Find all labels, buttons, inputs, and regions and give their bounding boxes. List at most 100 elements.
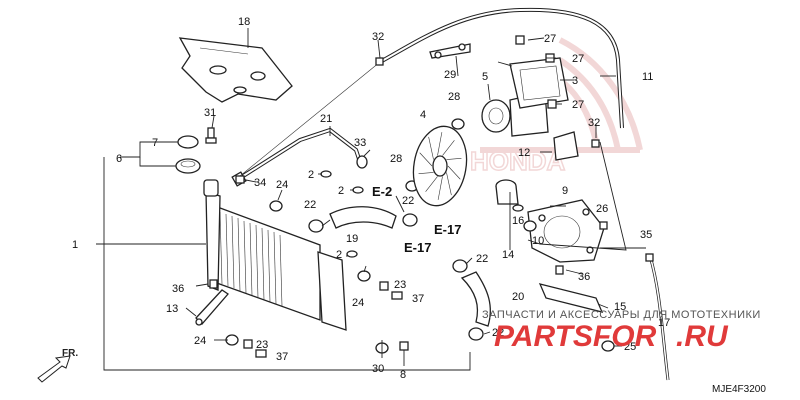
callout-1: 1 xyxy=(72,239,78,251)
callout-26: 26 xyxy=(596,203,608,215)
callout-22-b: 22 xyxy=(402,195,414,207)
callout-2-b: 2 xyxy=(338,185,344,197)
part-2-clamp-c xyxy=(346,250,358,258)
callout-3: 3 xyxy=(572,75,578,87)
part-19-hose xyxy=(329,206,397,229)
part-36-bolt-a xyxy=(209,279,218,289)
callout-22-c: 22 xyxy=(476,253,488,265)
callout-12: 12 xyxy=(518,147,530,159)
part-20-hose xyxy=(460,271,491,327)
part-22-clamp-c xyxy=(452,259,468,273)
part-22-clamp-a xyxy=(308,219,324,233)
callout-24-top: 24 xyxy=(276,179,288,191)
part-18-shroud xyxy=(178,37,293,103)
watermark-brand: PARTSFOR .RU xyxy=(494,320,729,353)
part-27-bolt-c xyxy=(547,99,557,109)
part-33-clamp xyxy=(356,155,368,169)
fan-blade xyxy=(446,158,462,160)
part-29-bracket xyxy=(429,43,471,59)
part-22-clamp-b xyxy=(402,213,418,227)
front-direction-marker: FR. xyxy=(37,348,78,383)
callout-37-bottom: 37 xyxy=(276,351,288,363)
callout-24-mid: 24 xyxy=(352,297,364,309)
fan-blade xyxy=(419,152,433,167)
part-13-bracket xyxy=(195,289,229,326)
callout-35: 35 xyxy=(640,229,652,241)
callout-29: 29 xyxy=(444,69,456,81)
callout-7: 7 xyxy=(152,137,158,149)
part-26-bolt xyxy=(599,221,608,230)
part-7-cap xyxy=(177,135,199,149)
callout-25: 25 xyxy=(624,341,636,353)
part-32-clip-upper xyxy=(375,57,384,66)
callout-8: 8 xyxy=(400,369,406,381)
callout-22-d: 22 xyxy=(492,327,504,339)
part-16-o-ring xyxy=(512,204,524,212)
callout-2-a: 2 xyxy=(308,169,314,181)
site-watermark: ЗАПЧАСТИ И АКСЕССУАРЫ ДЛЯ МОТОТЕХНИКИ PA… xyxy=(482,309,760,353)
ref-e2: E-2 xyxy=(372,184,392,199)
callout-28-top: 28 xyxy=(448,91,460,103)
callout-9: 9 xyxy=(562,185,568,197)
section-references: E-2 E-17 E-17 xyxy=(372,184,461,255)
fan-blade xyxy=(437,176,443,200)
callout-37-mid: 37 xyxy=(412,293,424,305)
part-11-hose xyxy=(239,7,624,177)
callout-14: 14 xyxy=(502,249,514,261)
fan-blade xyxy=(428,136,434,160)
part-4-fan xyxy=(412,125,468,207)
part-36-bolt-b xyxy=(555,265,564,275)
part-37-bolt-b xyxy=(255,349,267,358)
callout-36-left: 36 xyxy=(172,283,184,295)
part-27-bolt-a xyxy=(515,35,525,45)
callout-32-right: 32 xyxy=(588,117,600,129)
callout-22-a: 22 xyxy=(304,199,316,211)
part-35-clip xyxy=(645,253,654,262)
part-10-gasket xyxy=(523,220,537,232)
callout-4: 4 xyxy=(420,109,426,121)
part-34-clip xyxy=(235,175,245,184)
callout-15: 15 xyxy=(614,301,626,313)
callout-5: 5 xyxy=(482,71,488,83)
callout-27-top: 27 xyxy=(544,33,556,45)
part-3-bracket xyxy=(509,57,569,109)
callout-21: 21 xyxy=(320,113,332,125)
part-23-collar-b xyxy=(243,339,253,349)
fan-blade xyxy=(437,132,443,156)
callout-10: 10 xyxy=(532,235,544,247)
part-24-grommet-a xyxy=(269,200,283,212)
callout-17: 17 xyxy=(658,317,670,329)
front-label: FR. xyxy=(62,348,78,359)
fan-blade xyxy=(442,140,455,156)
part-31-bolt xyxy=(205,127,217,144)
callout-20: 20 xyxy=(512,291,524,303)
diagram-code: MJE4F3200 xyxy=(712,384,766,395)
callout-32: 32 xyxy=(372,31,384,43)
callout-labels: 18 32 29 5 27 27 3 27 11 28 4 32 12 28 3… xyxy=(72,16,670,381)
callout-27-mid: 27 xyxy=(572,53,584,65)
callout-33: 33 xyxy=(354,137,366,149)
part-32-clip-lower xyxy=(591,139,600,148)
part-2-clamp-a xyxy=(320,170,332,178)
part-9-pump-cover xyxy=(527,199,605,263)
callout-23-mid: 23 xyxy=(394,279,406,291)
radiator-core-fins xyxy=(219,211,283,307)
part-24-grommet-b xyxy=(357,270,371,282)
ref-e17-upper: E-17 xyxy=(434,222,461,237)
callout-18: 18 xyxy=(238,16,250,28)
part-22-clamp-d xyxy=(468,327,484,341)
part-23-collar-a xyxy=(379,281,389,291)
fan-blade xyxy=(446,172,452,196)
part-17-overflow-tube xyxy=(648,255,670,381)
callout-23-bottom: 23 xyxy=(256,339,268,351)
callout-28-mid: 28 xyxy=(390,153,402,165)
part-37-bolt-a xyxy=(391,291,403,300)
part-8-bolt xyxy=(399,341,409,351)
part-6-cap-assembly xyxy=(175,158,201,174)
fan-blade xyxy=(447,165,461,180)
watermark-brand-main: PARTSFOR xyxy=(494,320,657,353)
callout-30: 30 xyxy=(372,363,384,375)
callout-2-c: 2 xyxy=(336,249,342,261)
leader-lines xyxy=(96,37,646,371)
